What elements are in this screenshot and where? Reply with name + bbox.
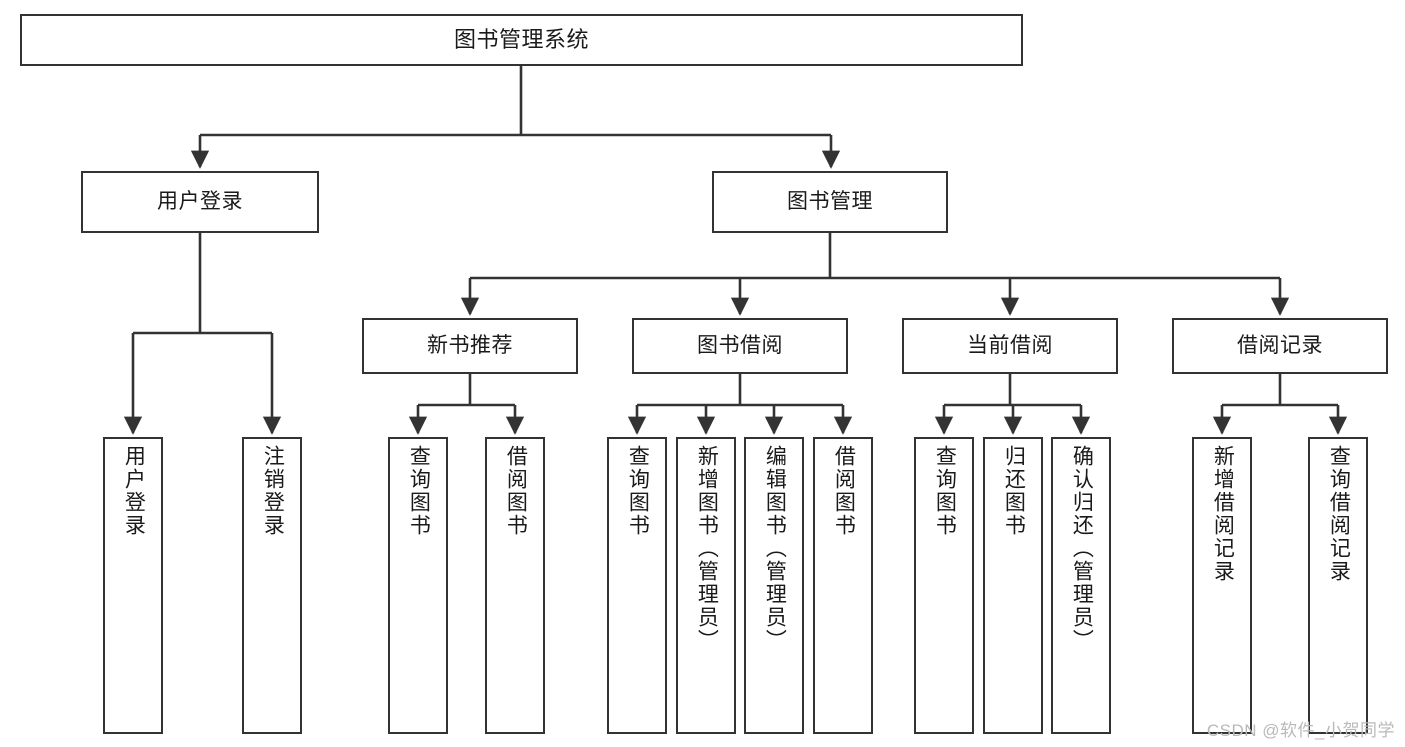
node-label: 新增图书（管理员）: [695, 445, 719, 652]
leaf-logout[interactable]: 注销登录: [242, 437, 302, 734]
node-label: 用户登录: [122, 445, 146, 537]
node-label: 借阅记录: [1237, 333, 1323, 357]
leaf-add-borrow-record[interactable]: 新增借阅记录: [1192, 437, 1252, 734]
node-label: 新书推荐: [427, 333, 513, 357]
node-label: 图书管理系统: [453, 27, 589, 53]
node-label: 查询图书: [626, 445, 650, 537]
node-label: 确认归还（管理员）: [1070, 445, 1094, 652]
leaf-add-book[interactable]: 新增图书（管理员）: [676, 437, 736, 734]
leaf-return-book[interactable]: 归还图书: [983, 437, 1043, 734]
node-label: 图书借阅: [697, 333, 783, 357]
watermark: CSDN @软件_小贺同学: [1206, 721, 1395, 740]
node-label: 查询图书: [407, 445, 431, 537]
node-label: 查询图书: [933, 445, 957, 537]
node-label: 用户登录: [157, 189, 243, 213]
leaf-edit-book[interactable]: 编辑图书（管理员）: [744, 437, 804, 734]
node-user-login[interactable]: 用户登录: [81, 171, 319, 233]
node-label: 查询借阅记录: [1327, 445, 1351, 583]
node-label: 借阅图书: [504, 445, 528, 537]
node-root-system[interactable]: 图书管理系统: [20, 14, 1023, 66]
leaf-user-login[interactable]: 用户登录: [103, 437, 163, 734]
node-borrow-record[interactable]: 借阅记录: [1172, 318, 1388, 374]
node-book-borrow[interactable]: 图书借阅: [632, 318, 848, 374]
node-label: 借阅图书: [832, 445, 856, 537]
node-book-manage[interactable]: 图书管理: [712, 171, 948, 233]
leaf-query-book-recommend[interactable]: 查询图书: [388, 437, 448, 734]
leaf-borrow-book-recommend[interactable]: 借阅图书: [485, 437, 545, 734]
node-label: 新增借阅记录: [1211, 445, 1235, 583]
leaf-query-book-current[interactable]: 查询图书: [914, 437, 974, 734]
leaf-confirm-return[interactable]: 确认归还（管理员）: [1051, 437, 1111, 734]
node-current-borrow[interactable]: 当前借阅: [902, 318, 1118, 374]
node-label: 编辑图书（管理员）: [763, 445, 787, 652]
leaf-borrow-book[interactable]: 借阅图书: [813, 437, 873, 734]
leaf-query-borrow-record[interactable]: 查询借阅记录: [1308, 437, 1368, 734]
leaf-query-book-borrow[interactable]: 查询图书: [607, 437, 667, 734]
node-label: 注销登录: [261, 445, 285, 537]
node-label: 图书管理: [787, 189, 873, 213]
node-label: 当前借阅: [967, 333, 1053, 357]
node-new-book-recommend[interactable]: 新书推荐: [362, 318, 578, 374]
node-label: 归还图书: [1002, 445, 1026, 537]
